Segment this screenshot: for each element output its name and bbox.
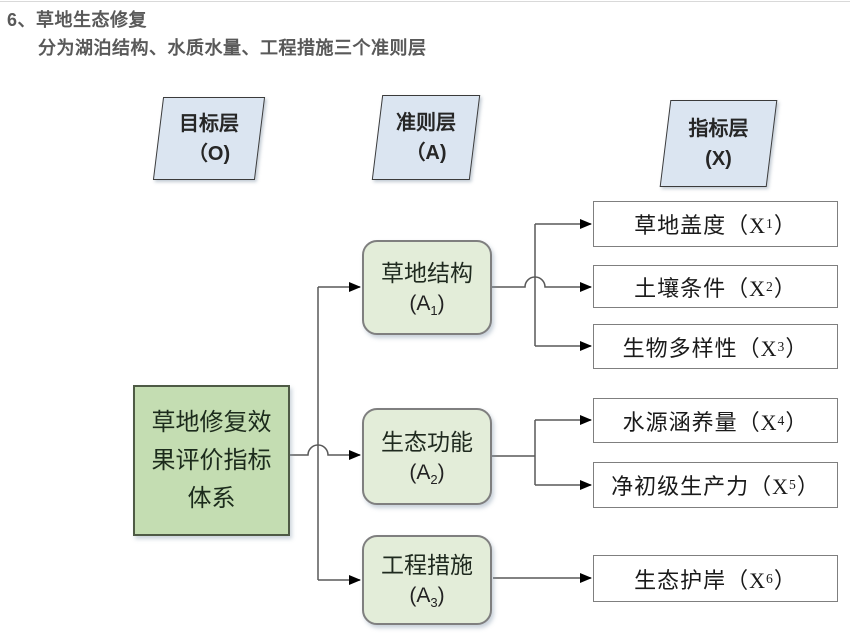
header-parallelogram-goal-layer: 目标层 （O) bbox=[152, 97, 266, 180]
goal-layer-name: 目标层 bbox=[179, 112, 239, 135]
indicator-layer-label: 指标层 (X) bbox=[666, 101, 771, 186]
criteria-box-a2: 生态功能 (A2) bbox=[362, 408, 492, 505]
criteria-a3-name: 工程措施 bbox=[381, 553, 473, 578]
indicator-x6-close: ） bbox=[773, 567, 797, 593]
criteria-box-a1: 草地结构 (A1) bbox=[362, 240, 492, 335]
indicator-x5-close: ） bbox=[796, 474, 820, 499]
indicator-x4-close: ） bbox=[785, 409, 809, 435]
indicator-x3-label: 生物多样性（X bbox=[622, 335, 778, 361]
indicator-x2-close: ） bbox=[773, 275, 797, 301]
header-parallelogram-criteria-layer: 准则层 （A) bbox=[371, 95, 481, 180]
indicator-x3-close: ） bbox=[785, 335, 809, 361]
criteria-a3-code-sub: 3 bbox=[430, 595, 438, 611]
criteria-a3-code: (A3) bbox=[409, 582, 444, 610]
criteria-a2-code: (A2) bbox=[409, 459, 444, 487]
criteria-a1-name: 草地结构 bbox=[381, 260, 473, 286]
indicator-x5-label: 净初级生产力（X bbox=[611, 474, 790, 499]
criteria-a3-code-pre: (A bbox=[409, 584, 431, 607]
criteria-box-a3: 工程措施 (A3) bbox=[362, 535, 492, 625]
indicator-layer-name: 指标层 bbox=[688, 117, 749, 140]
criteria-layer-code: （A) bbox=[405, 141, 447, 164]
criteria-a1-code: (A1) bbox=[409, 290, 444, 318]
indicator-x4-label: 水源涵养量（X bbox=[622, 409, 778, 435]
header-parallelogram-indicator-layer: 指标层 (X) bbox=[659, 100, 778, 187]
criteria-layer-label: 准则层 （A) bbox=[378, 96, 474, 179]
indicator-x1-label: 草地盖度（X bbox=[634, 213, 767, 238]
goal-layer-code: （O) bbox=[187, 142, 231, 165]
indicator-x2-label: 土壤条件（X bbox=[634, 275, 767, 301]
goal-layer-label: 目标层 （O) bbox=[159, 98, 259, 179]
criteria-a1-code-post: ) bbox=[437, 291, 445, 315]
page-title: 6、草地生态修复 bbox=[7, 10, 148, 30]
criteria-a2-code-sub: 2 bbox=[430, 471, 438, 487]
criteria-a2-name: 生态功能 bbox=[381, 429, 473, 455]
indicator-x6-label: 生态护岸（X bbox=[634, 567, 767, 593]
goal-box-label: 草地修复效果评价指标体系 bbox=[151, 409, 272, 512]
criteria-a3-code-post: ) bbox=[437, 584, 445, 607]
connector-a1-to-x2 bbox=[492, 276, 592, 292]
criteria-a2-code-post: ) bbox=[437, 460, 445, 484]
page-subtitle: 分为湖泊结构、水质水量、工程措施三个准则层 bbox=[38, 38, 427, 58]
top-divider-line bbox=[0, 1, 850, 2]
criteria-a1-code-pre: (A bbox=[409, 291, 431, 315]
criteria-layer-name: 准则层 bbox=[396, 111, 456, 134]
goal-box: 草地修复效果评价指标体系 bbox=[133, 385, 290, 536]
criteria-a2-code-pre: (A bbox=[409, 460, 431, 484]
indicator-layer-code: (X) bbox=[705, 147, 732, 170]
criteria-a1-code-sub: 1 bbox=[430, 302, 438, 318]
connector-goal-to-a2 bbox=[290, 444, 361, 460]
indicator-x1-close: ） bbox=[773, 213, 797, 238]
